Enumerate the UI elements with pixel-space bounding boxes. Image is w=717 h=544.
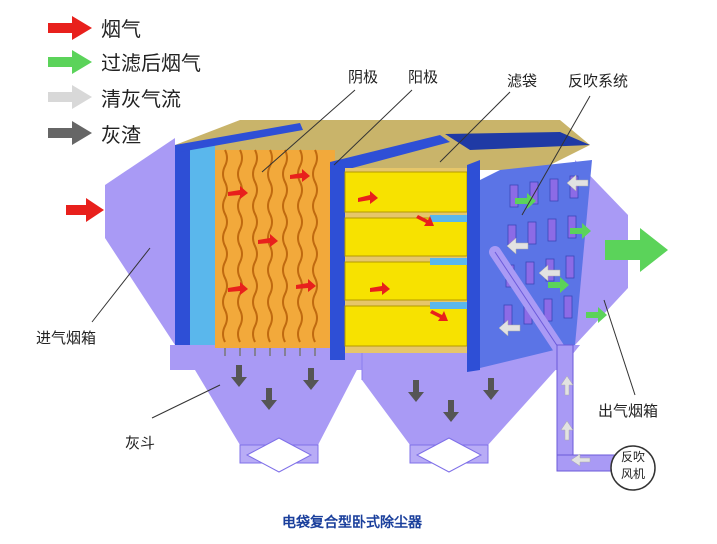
electrode-bottom-tips [224,348,316,356]
label-back-blow-system: 反吹系统 [568,72,628,90]
legend-label: 清灰气流 [101,87,181,111]
bag-frame-right [467,160,480,372]
gap-plate-3 [430,302,470,309]
back-blow-fan[interactable]: 反吹 风机 [610,445,656,491]
filter-bag-1 [344,171,468,213]
label-inlet-box: 进气烟箱 [36,329,96,347]
divider-top-beam [330,135,450,170]
filter-bag-2 [344,217,468,257]
cathode-wires [222,149,318,343]
component-labels: 阴极 阳极 滤袋 反吹系统 进气烟箱 灰斗 出气烟箱 [36,68,658,452]
cleaning-airflow-arrows [498,174,591,467]
filter-bag-4 [344,305,468,347]
frame-top-beam [175,123,303,152]
diagram-caption: 电袋复合型卧式除尘器 [282,514,423,531]
leader-lines [91,89,636,419]
ash-arrows [231,365,499,422]
flow-arrows [66,169,668,467]
filter-bag-3 [344,261,468,301]
bag-filter-section [344,160,480,372]
flue-gas-arrows [228,169,448,321]
fan-circle[interactable] [610,445,656,491]
green-arrow-icon [48,50,92,74]
cyan-plate [190,145,215,345]
outlet-box [575,160,628,345]
legend-item-flue-gas: 烟气 [48,16,141,41]
back-blow-pipe [489,246,616,472]
label-cathode: 阴极 [348,68,378,86]
legend-item-cleaning-airflow: 清灰气流 [48,85,181,111]
legend-label: 烟气 [101,17,141,41]
pipe-diagonal-edge [494,251,561,351]
gap-plate-1 [430,215,470,222]
legend-item-ash: 灰渣 [48,121,141,147]
inlet-flue-arrow [66,198,104,222]
electrostatic-section [175,123,335,356]
ash-hopper-2-mouth [415,437,483,473]
legend: 烟气 过滤后烟气 清灰气流 灰渣 [48,16,201,147]
fan-label-line2: 风机 [621,467,645,481]
label-anode: 阳极 [408,68,438,86]
roof-beam [445,132,590,150]
front-frame-left [175,145,190,345]
inlet-box [105,138,175,345]
outlet-plate [480,160,592,368]
legend-label: 过滤后烟气 [101,51,201,75]
legend-label: 灰渣 [101,123,141,147]
red-arrow-icon [48,16,92,40]
ash-hopper-1-mouth [245,437,313,473]
label-outlet-box: 出气烟箱 [598,402,658,420]
dark-arrow-icon [48,121,92,145]
gap-plate-2 [430,258,470,265]
legend-item-filtered-gas: 过滤后烟气 [48,50,201,75]
filtered-gas-arrows [515,193,668,323]
ash-hopper-2 [362,345,580,445]
label-filter-bag: 滤袋 [507,72,537,90]
divider-frame [330,162,345,360]
pipe-horizontal [556,454,616,472]
grey-arrow-icon [48,85,92,109]
label-ash-hopper: 灰斗 [125,434,155,452]
pipe-vertical [556,344,574,471]
fan-label-line1: 反吹 [621,450,645,464]
